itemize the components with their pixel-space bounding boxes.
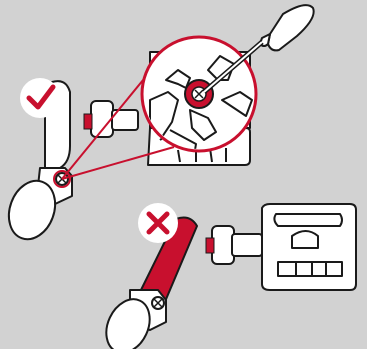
cross-icon: [138, 203, 178, 243]
axle-cap-bottom: [206, 238, 214, 253]
checkmark-icon: [20, 78, 60, 118]
axle-cap-top: [84, 114, 92, 129]
